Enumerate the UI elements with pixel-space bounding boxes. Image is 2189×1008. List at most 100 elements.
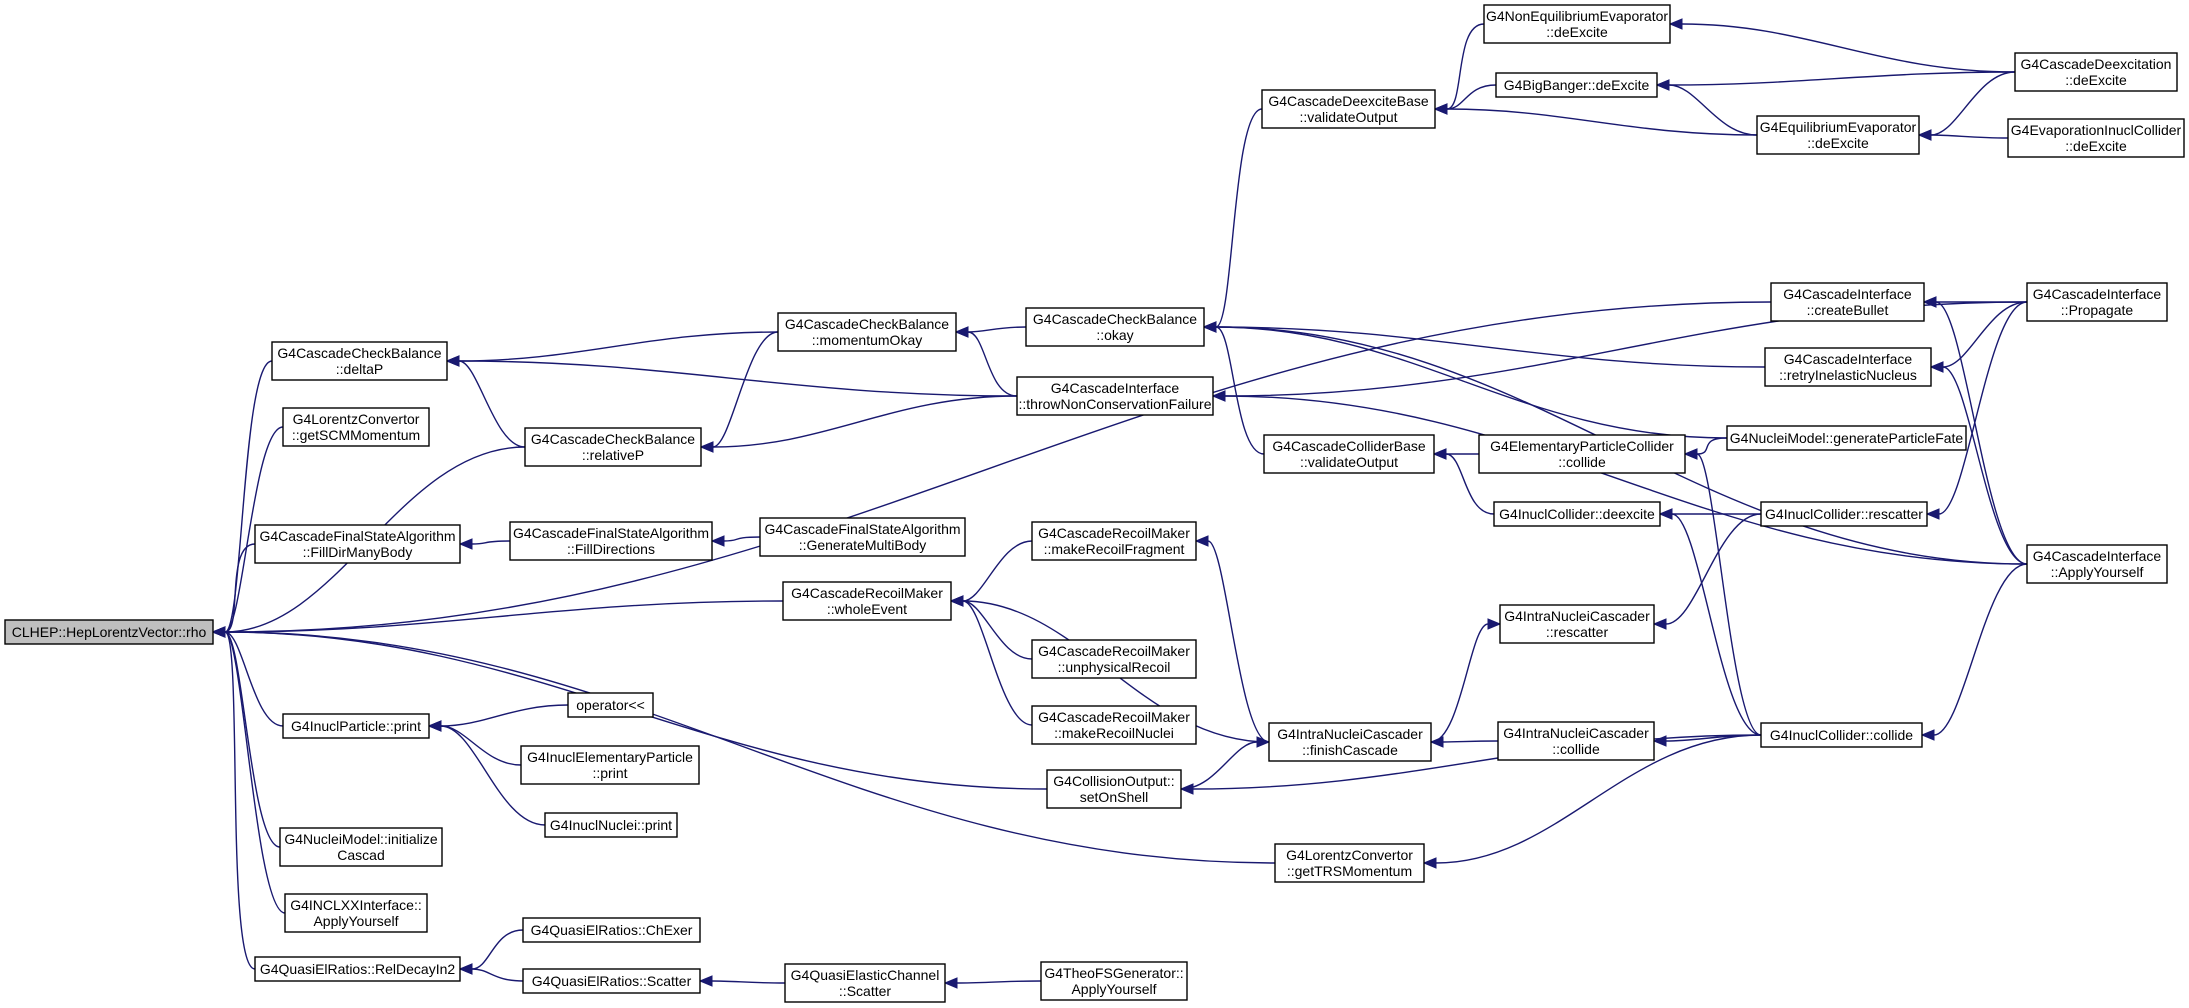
edge-line xyxy=(1442,740,1499,743)
node-filldir[interactable]: G4CascadeFinalStateAlgorithm::FillDirect… xyxy=(509,521,713,561)
node-retryinel[interactable]: G4CascadeInterface::retryInelasticNucleu… xyxy=(1764,347,1932,387)
node-label: G4IntraNucleiCascader xyxy=(1277,726,1423,742)
node-label: ::deltaP xyxy=(336,361,383,377)
edge-line xyxy=(711,980,786,984)
node-box xyxy=(1274,843,1425,883)
node-genmulti[interactable]: G4CascadeFinalStateAlgorithm::GenerateMu… xyxy=(759,517,966,557)
node-reldecay[interactable]: G4QuasiElRatios::RelDecayIn2 xyxy=(254,956,461,982)
node-label: ::collide xyxy=(1558,454,1606,470)
node-filldirmany[interactable]: G4CascadeFinalStateAlgorithm::FillDirMan… xyxy=(254,524,461,564)
node-label: G4CascadeColliderBase xyxy=(1272,438,1426,454)
node-inuclprint[interactable]: G4InuclParticle::print xyxy=(282,713,430,739)
edge-line xyxy=(962,600,1033,726)
node-setonshell[interactable]: G4CollisionOutput::setOnShell xyxy=(1046,769,1182,809)
arrowhead-icon xyxy=(1917,129,1932,141)
arrowhead-icon xyxy=(1194,535,1209,547)
node-label: G4InuclElementaryParticle xyxy=(527,749,693,765)
edge-cascdeex-to-eqevap xyxy=(1917,71,2016,141)
node-casapply[interactable]: G4CascadeInterface::ApplyYourself xyxy=(2026,544,2168,584)
node-deexcite[interactable]: G4InuclCollider::deexcite xyxy=(1493,501,1661,527)
arrowhead-icon xyxy=(1433,103,1448,115)
node-label: Cascad xyxy=(337,847,384,863)
node-momokay[interactable]: G4CascadeCheckBalance::momentumOkay xyxy=(777,312,957,352)
node-label: ::ApplyYourself xyxy=(2051,564,2144,580)
nodes-layer: CLHEP::HepLorentzVector::rho G4CascadeChe… xyxy=(4,4,2185,1003)
node-eqevap[interactable]: G4EquilibriumEvaporator::deExcite xyxy=(1756,115,1920,155)
arrowhead-icon xyxy=(211,626,226,638)
edge-filldirmany-to-rho xyxy=(211,543,256,638)
node-relativep[interactable]: G4CascadeCheckBalance::relativeP xyxy=(524,427,702,467)
node-nucleiprint[interactable]: G4InuclNuclei::print xyxy=(544,812,678,838)
edge-line xyxy=(962,540,1033,602)
node-cascdeex[interactable]: G4CascadeDeexcitation::deExcite xyxy=(2014,52,2178,92)
node-label: G4CascadeInterface xyxy=(1051,380,1180,396)
edge-inccollide-to-finishcascade xyxy=(1429,736,1499,748)
node-icrescatter[interactable]: G4InuclCollider::rescatter xyxy=(1760,501,1928,527)
node-increscatter[interactable]: G4IntraNucleiCascader::rescatter xyxy=(1499,604,1655,644)
node-getscm[interactable]: G4LorentzConvertor::getSCMMomentum xyxy=(282,407,430,447)
node-bigbanger[interactable]: G4BigBanger::deExcite xyxy=(1495,72,1658,98)
node-label: G4InuclNuclei::print xyxy=(550,817,672,833)
node-qecscatter[interactable]: G4QuasiElasticChannel::Scatter xyxy=(784,963,946,1003)
node-deexvalidate[interactable]: G4CascadeDeexciteBase::validateOutput xyxy=(1261,89,1436,129)
arrowhead-icon xyxy=(1652,735,1667,747)
node-okay[interactable]: G4CascadeCheckBalance::okay xyxy=(1025,307,1205,347)
node-qerscatter[interactable]: G4QuasiElRatios::Scatter xyxy=(522,968,701,994)
node-label: ::deExcite xyxy=(1546,24,1608,40)
node-recoilnuclei[interactable]: G4CascadeRecoilMaker::makeRecoilNuclei xyxy=(1031,705,1197,745)
edge-casapply-to-retryinel xyxy=(1929,361,2028,565)
node-elemprint[interactable]: G4InuclElementaryParticle::print xyxy=(520,745,700,785)
node-box xyxy=(282,713,430,739)
node-wholeevent[interactable]: G4CascadeRecoilMaker::wholeEvent xyxy=(782,581,952,621)
node-box xyxy=(1493,501,1661,527)
node-propagate[interactable]: G4CascadeInterface::Propagate xyxy=(2026,282,2168,322)
node-opleft[interactable]: operator<< xyxy=(567,692,654,718)
node-box xyxy=(271,341,448,381)
edge-qerscatter-to-reldecay xyxy=(458,963,524,982)
edge-line xyxy=(1942,366,2028,565)
edge-throwncf-to-relativep xyxy=(699,395,1018,453)
edge-line xyxy=(458,360,526,448)
node-collvalidate[interactable]: G4CascadeColliderBase::validateOutput xyxy=(1263,434,1435,474)
edge-throwncf-to-deltap xyxy=(445,355,1018,397)
arrowhead-icon xyxy=(1668,18,1683,30)
node-chexer[interactable]: G4QuasiElRatios::ChExer xyxy=(522,917,701,943)
edge-line xyxy=(1935,301,2028,565)
node-label: ::FillDirManyBody xyxy=(303,544,413,560)
edge-deexvalidate-to-okay xyxy=(1202,108,1263,333)
edge-createbullet-to-rho xyxy=(211,301,1772,638)
node-deltap[interactable]: G4CascadeCheckBalance::deltaP xyxy=(271,341,448,381)
edge-line xyxy=(440,725,546,826)
node-genfate[interactable]: G4NucleiModel::generateParticleFate xyxy=(1726,425,1967,451)
node-label: G4QuasiElRatios::ChExer xyxy=(531,922,693,938)
node-rho[interactable]: CLHEP::HepLorentzVector::rho xyxy=(4,619,214,645)
node-gettrs[interactable]: G4LorentzConvertor::getTRSMomentum xyxy=(1274,843,1425,883)
node-iccollide[interactable]: G4InuclCollider::collide xyxy=(1760,722,1923,748)
node-label: ::validateOutput xyxy=(1299,109,1397,125)
node-label: ::makeRecoilFragment xyxy=(1044,541,1185,557)
node-box xyxy=(2026,282,2168,322)
node-unphys[interactable]: G4CascadeRecoilMaker::unphysicalRecoil xyxy=(1031,639,1197,679)
node-noneqdeex[interactable]: G4NonEquilibriumEvaporator::deExcite xyxy=(1483,4,1671,44)
edge-casapply-to-iccollide xyxy=(1920,563,2028,741)
node-recoilfrag[interactable]: G4CascadeRecoilMaker::makeRecoilFragment xyxy=(1031,521,1197,561)
node-box xyxy=(509,521,713,561)
node-createbullet[interactable]: G4CascadeInterface::createBullet xyxy=(1770,282,1925,322)
node-inclxx[interactable]: G4INCLXXInterface::ApplyYourself xyxy=(284,893,428,933)
node-inccollide[interactable]: G4IntraNucleiCascader::collide xyxy=(1497,721,1655,761)
arrowhead-icon xyxy=(445,355,460,367)
node-label: G4CascadeCheckBalance xyxy=(531,431,695,447)
node-label: G4CascadeCheckBalance xyxy=(785,316,949,332)
node-evapcoll[interactable]: G4EvaporationInuclCollider::deExcite xyxy=(2007,118,2185,158)
arrowhead-icon xyxy=(1920,729,1935,741)
node-throwncf[interactable]: G4CascadeInterface::throwNonConservation… xyxy=(1016,376,1214,416)
edge-filldir-to-filldirmany xyxy=(458,538,511,550)
node-label: ::momentumOkay xyxy=(812,332,922,348)
node-label: G4QuasiElRatios::Scatter xyxy=(532,973,692,989)
node-theofs[interactable]: G4TheoFSGenerator::ApplyYourself xyxy=(1040,961,1188,1001)
node-elemcollide[interactable]: G4ElementaryParticleCollider::collide xyxy=(1478,434,1686,474)
edge-qecscatter-to-qerscatter xyxy=(698,975,786,987)
edge-line xyxy=(1215,326,1766,368)
node-finishcascade[interactable]: G4IntraNucleiCascader::finishCascade xyxy=(1268,722,1432,762)
